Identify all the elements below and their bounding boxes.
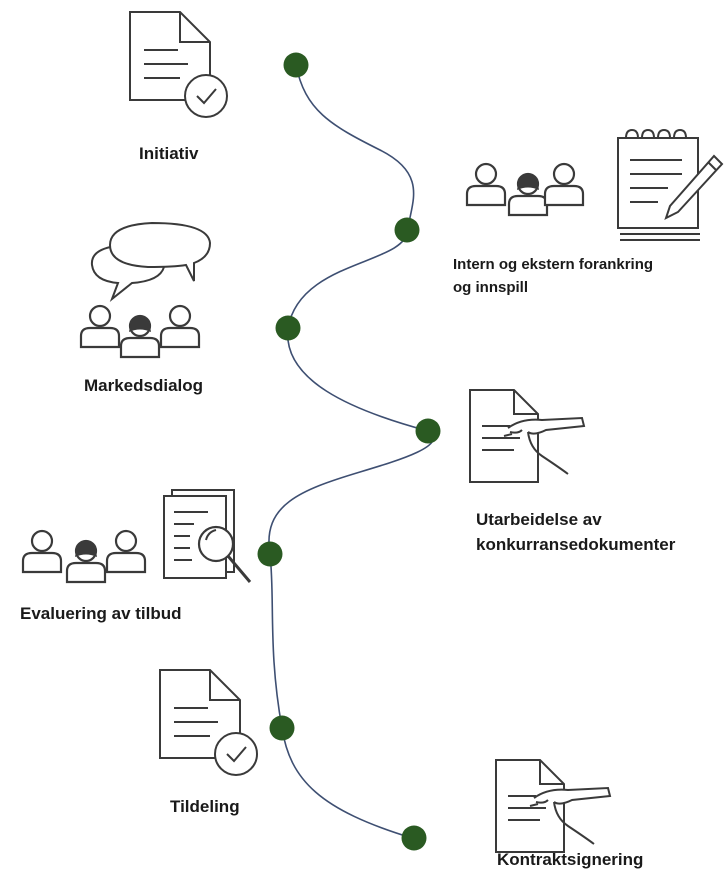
people-group-icon (79, 304, 201, 359)
step-label-initiativ: Initiativ (139, 144, 199, 163)
document-search-icon (163, 489, 252, 583)
step-node-1 (283, 52, 309, 78)
step-label-evaluering: Evaluering av tilbud (20, 604, 182, 623)
document-signing-icon (495, 759, 611, 853)
notepad-pencil-icon (617, 128, 724, 241)
step-label-utarbeidelse-line1: Utarbeidelse av (476, 510, 602, 529)
people-group-icon (465, 162, 585, 217)
people-group-icon (21, 529, 147, 584)
step-node-6 (269, 715, 295, 741)
document-signing-icon (469, 389, 585, 483)
step-node-2 (394, 217, 420, 243)
timeline-path (268, 64, 435, 839)
document-check-icon (129, 11, 228, 118)
document-check-icon (159, 669, 258, 776)
step-node-3 (275, 315, 301, 341)
step-label-kontraktsignering: Kontraktsignering (497, 850, 644, 869)
step-label-utarbeidelse-line2: konkurransedokumenter (476, 535, 676, 554)
step-node-4 (415, 418, 441, 444)
speech-bubbles-icon (90, 221, 212, 303)
step-label-forankring-line2: og innspill (453, 279, 528, 296)
step-label-tildeling: Tildeling (170, 797, 240, 816)
step-label-forankring-line1: Intern og ekstern forankring (453, 256, 654, 273)
step-node-7 (401, 825, 427, 851)
step-node-5 (257, 541, 283, 567)
step-label-markedsdialog: Markedsdialog (84, 376, 204, 395)
